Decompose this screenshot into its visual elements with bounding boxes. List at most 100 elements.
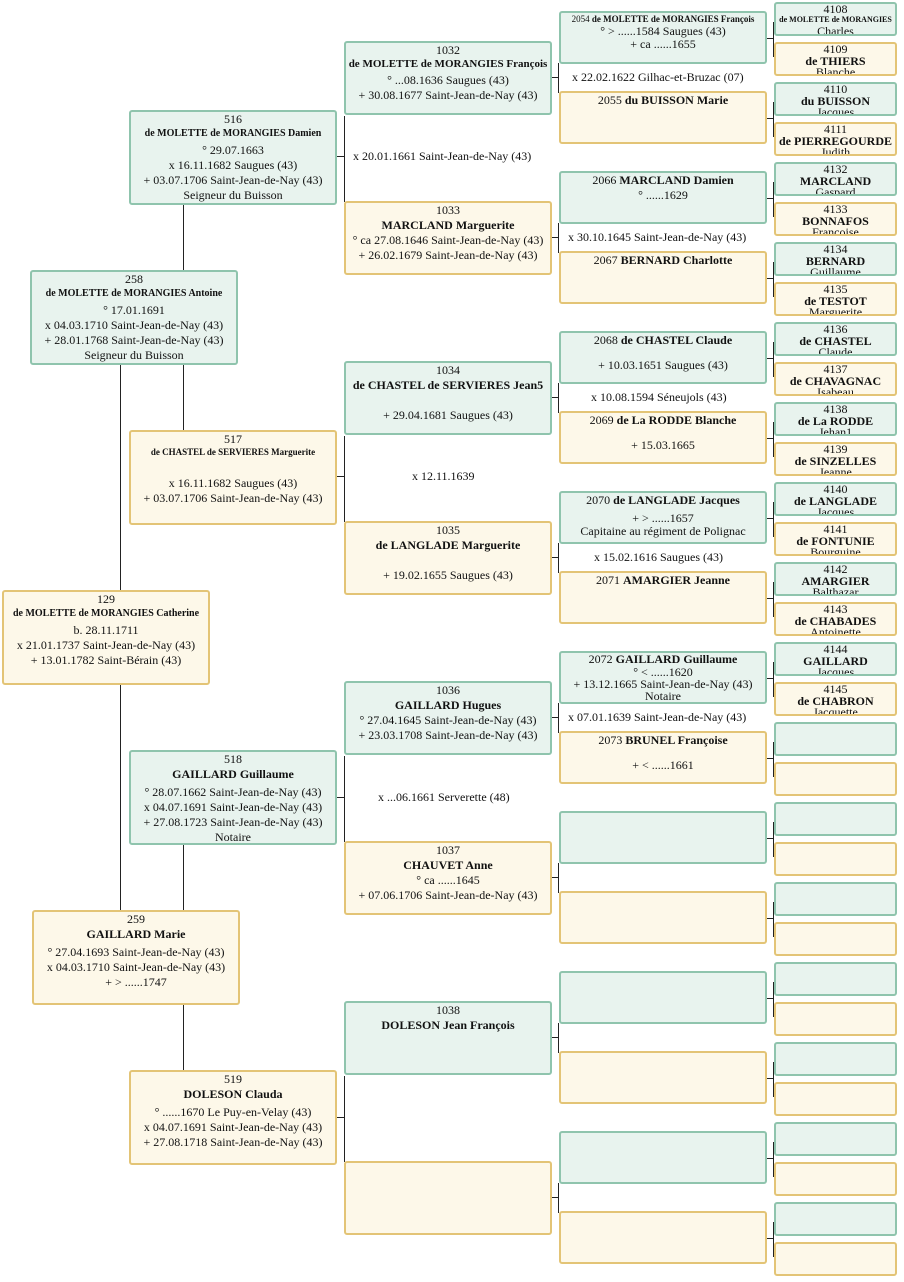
person-box-2055[interactable]: 2055 du BUISSON Marie: [559, 91, 767, 144]
person-box-empty[interactable]: [774, 762, 897, 796]
person-box-empty[interactable]: [774, 1002, 897, 1036]
given-name: Jacques: [816, 105, 855, 116]
person-box-4108[interactable]: 4108 de MOLETTE de MORANGIES Charles: [774, 2, 897, 36]
person-box-4111[interactable]: 4111 de PIERREGOURDE Judith: [774, 122, 897, 156]
person-box-empty[interactable]: [559, 891, 767, 944]
person-box-1033[interactable]: 1033 MARCLAND Marguerite ° ca 27.08.1646…: [344, 201, 552, 275]
person-box-2071[interactable]: 2071 AMARGIER Jeanne: [559, 571, 767, 624]
sosa-number: 4111: [823, 122, 848, 136]
marriage-line: x 04.03.1710 Saint-Jean-de-Nay (43): [46, 960, 226, 974]
death-line: + 07.06.1706 Saint-Jean-de-Nay (43): [358, 888, 538, 902]
person-box-259[interactable]: 259 GAILLARD Marie ° 27.04.1693 Saint-Je…: [32, 910, 240, 1005]
person-box-1032[interactable]: 1032 de MOLETTE de MORANGIES François ° …: [344, 41, 552, 115]
person-box-empty[interactable]: [559, 811, 767, 864]
person-box-empty[interactable]: [774, 1122, 897, 1156]
sosa-number: 2069: [589, 413, 614, 427]
sosa-number: 4141: [823, 522, 848, 536]
person-box-1035[interactable]: 1035 de LANGLADE Marguerite + 19.02.1655…: [344, 521, 552, 595]
person-box-2069[interactable]: 2069 de La RODDE Blanche + 15.03.1665: [559, 411, 767, 464]
person-box-4110[interactable]: 4110 du BUISSON Jacques: [774, 82, 897, 116]
person-box-258[interactable]: 258 de MOLETTE de MORANGIES Antoine ° 17…: [30, 270, 238, 365]
person-box-4145[interactable]: 4145 de CHABRON Jacquette: [774, 682, 897, 716]
birth-line: ° ......1629: [638, 188, 688, 202]
person-box-129[interactable]: 129 de MOLETTE de MORANGIES Catherine b.…: [2, 590, 210, 685]
given-name: Jacques: [816, 665, 855, 676]
person-box-empty[interactable]: [344, 1161, 552, 1235]
person-box-4140[interactable]: 4140 de LANGLADE Jacques: [774, 482, 897, 516]
given-name: Blanche: [815, 65, 856, 76]
sosa-number: 4109: [823, 42, 848, 56]
person-box-4109[interactable]: 4109 de THIERS Blanche: [774, 42, 897, 76]
sosa-number: 1034: [436, 363, 460, 377]
person-box-empty[interactable]: [774, 1242, 897, 1276]
person-name: de La RODDE: [797, 414, 874, 428]
person-box-empty[interactable]: [774, 722, 897, 756]
person-box-517[interactable]: 517 de CHASTEL de SERVIERES Marguerite x…: [129, 430, 337, 525]
death-line: + 13.01.1782 Saint-Bérain (43): [30, 653, 182, 667]
person-box-4138[interactable]: 4138 de La RODDE Jehan1: [774, 402, 897, 436]
person-box-2072[interactable]: 2072 GAILLARD Guillaume ° < ......1620 +…: [559, 651, 767, 704]
person-box-empty[interactable]: [559, 1051, 767, 1104]
person-box-empty[interactable]: [774, 1042, 897, 1076]
person-box-empty[interactable]: [774, 882, 897, 916]
person-box-4135[interactable]: 4135 de TESTOT Marguerite: [774, 282, 897, 316]
person-box-4139[interactable]: 4139 de SINZELLES Jeanne: [774, 442, 897, 476]
given-name: Gaspard: [815, 185, 856, 196]
person-box-4143[interactable]: 4143 de CHABADES Antoinette: [774, 602, 897, 636]
person-box-empty[interactable]: [559, 971, 767, 1024]
person-box-4134[interactable]: 4134 BERNARD Guillaume: [774, 242, 897, 276]
person-box-4142[interactable]: 4142 AMARGIER Balthazar: [774, 562, 897, 596]
death-line: + ca ......1655: [630, 37, 696, 51]
given-name: Judith: [820, 145, 851, 156]
death-line: + 27.08.1723 Saint-Jean-de-Nay (43): [143, 815, 323, 829]
person-box-empty[interactable]: [774, 1082, 897, 1116]
sosa-number: 4140: [823, 482, 848, 496]
marriage-label: x 30.10.1645 Saint-Jean-de-Nay (43): [568, 230, 747, 244]
person-box-2068[interactable]: 2068 de CHASTEL Claude + 10.03.1651 Saug…: [559, 331, 767, 384]
person-name: de CHASTEL de SERVIERES Marguerite: [150, 447, 316, 457]
birth-line: ° 27.04.1693 Saint-Jean-de-Nay (43): [47, 945, 225, 959]
given-name: Marguerite: [808, 305, 863, 316]
person-box-2066[interactable]: 2066 MARCLAND Damien ° ......1629: [559, 171, 767, 224]
person-box-empty[interactable]: [774, 922, 897, 956]
person-box-4132[interactable]: 4132 MARCLAND Gaspard: [774, 162, 897, 196]
person-box-2070[interactable]: 2070 de LANGLADE Jacques + > ......1657 …: [559, 491, 767, 544]
person-box-519[interactable]: 519 DOLESON Clauda ° ......1670 Le Puy-e…: [129, 1070, 337, 1165]
sosa-number: 517: [224, 432, 242, 446]
person-name: de MOLETTE de MORANGIES Catherine: [12, 608, 200, 619]
person-box-4144[interactable]: 4144 GAILLARD Jacques: [774, 642, 897, 676]
given-name: Guillaume: [810, 265, 861, 276]
person-box-empty[interactable]: [774, 1202, 897, 1236]
person-box-4136[interactable]: 4136 de CHASTEL Claude: [774, 322, 897, 356]
person-box-518[interactable]: 518 GAILLARD Guillaume ° 28.07.1662 Sain…: [129, 750, 337, 845]
title-line: Notaire: [215, 830, 251, 844]
person-box-empty[interactable]: [774, 842, 897, 876]
person-box-4137[interactable]: 4137 de CHAVAGNAC Isabeau: [774, 362, 897, 396]
person-name: de MOLETTE de MORANGIES: [779, 15, 892, 24]
person-box-4133[interactable]: 4133 BONNAFOS Françoise: [774, 202, 897, 236]
person-box-4141[interactable]: 4141 de FONTUNIE Bourguine: [774, 522, 897, 556]
person-name: de TESTOT: [804, 294, 867, 308]
marriage-line: x 16.11.1682 Saugues (43): [168, 476, 298, 490]
person-box-2054[interactable]: 2054 de MOLETTE de MORANGIES François ° …: [559, 11, 767, 64]
person-box-2073[interactable]: 2073 BRUNEL Françoise + < ......1661: [559, 731, 767, 784]
person-box-1038[interactable]: 1038 DOLESON Jean François: [344, 1001, 552, 1075]
marriage-line: x 16.11.1682 Saugues (43): [168, 158, 298, 172]
person-box-1034[interactable]: 1034 de CHASTEL de SERVIERES Jean5 + 29.…: [344, 361, 552, 435]
marriage-line: x 04.07.1691 Saint-Jean-de-Nay (43): [143, 1120, 323, 1134]
person-box-empty[interactable]: [774, 1162, 897, 1196]
person-box-empty[interactable]: [559, 1131, 767, 1184]
person-box-empty[interactable]: [774, 962, 897, 996]
person-box-516[interactable]: 516 de MOLETTE de MORANGIES Damien ° 29.…: [129, 110, 337, 205]
person-box-2067[interactable]: 2067 BERNARD Charlotte: [559, 251, 767, 304]
person-box-empty[interactable]: [559, 1211, 767, 1264]
birth-line: ° 29.07.1663: [202, 143, 264, 157]
person-box-1036[interactable]: 1036 GAILLARD Hugues ° 27.04.1645 Saint-…: [344, 681, 552, 755]
death-line: + 03.07.1706 Saint-Jean-de-Nay (43): [143, 173, 323, 187]
death-line: + 13.12.1665 Saint-Jean-de-Nay (43): [573, 677, 753, 691]
person-name: de SINZELLES: [794, 454, 877, 468]
person-box-1037[interactable]: 1037 CHAUVET Anne ° ca ......1645 + 07.0…: [344, 841, 552, 915]
person-box-empty[interactable]: [774, 802, 897, 836]
sosa-number: 2070: [586, 493, 611, 507]
sosa-number: 4142: [823, 562, 848, 576]
